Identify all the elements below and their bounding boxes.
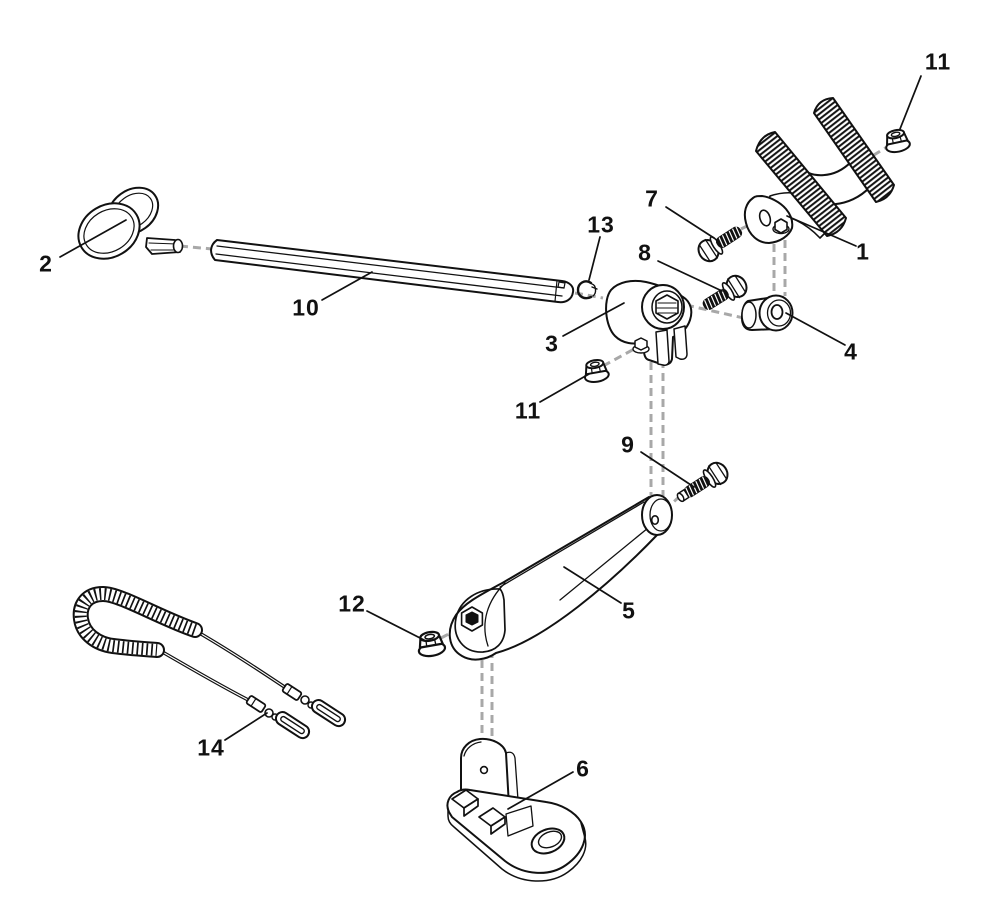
part-11-flange-nut-middle [581,357,611,385]
part-10-link-rod [210,239,575,304]
part-4-swivel-pin [741,294,794,332]
part-13-retaining-clip [576,280,598,300]
part-6-mounting-base [446,737,587,882]
callout-9: 9 [621,431,635,458]
part-3-pivot-bracket [605,279,693,366]
part-1-fork-rest [743,97,895,244]
callout-10: 10 [292,294,320,321]
part-9-hex-bolt [676,457,733,505]
part-11-flange-nut-top [881,126,912,156]
callout-1: 1 [856,238,870,265]
callout-7: 7 [645,185,659,212]
part-14-coiled-lanyard [72,586,349,742]
part-12-flange-locknut [414,628,448,660]
callout-leader-lines [59,75,922,810]
callout-12: 12 [338,590,366,617]
callout-14: 14 [197,734,225,761]
callout-3: 3 [545,330,559,357]
callout-4: 4 [844,338,858,365]
part-2-wing-knob [77,186,184,260]
callout-6: 6 [576,755,590,782]
callout-8: 8 [638,239,652,266]
callout-13: 13 [587,211,615,238]
part-7-hex-bolt [693,219,748,267]
part-5-support-arm [448,494,673,661]
callout-5: 5 [622,597,636,624]
callout-11-middle: 11 [514,397,542,424]
callout-11-top: 11 [924,48,952,75]
callout-2: 2 [39,250,53,277]
